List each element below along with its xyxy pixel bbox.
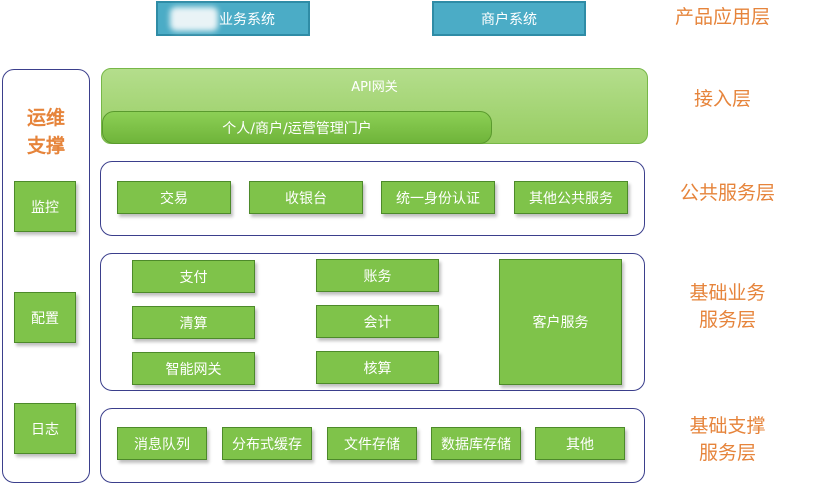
base-support-label-line2: 服务层 [698,442,756,464]
public-item-transaction: 交易 [117,181,231,214]
business-system-label: 业务系统 [219,11,275,28]
base-support-label-line1: 基础支撑 [689,415,766,437]
product-layer-label: 产品应用层 [674,6,770,28]
access-layer-label: 接入层 [693,88,751,110]
ops-logs: 日志 [14,403,76,454]
public-item-cashier: 收银台 [249,181,363,214]
base-support-layer-label: 基础支撑 服务层 [660,413,795,467]
support-item-message-queue: 消息队列 [117,427,207,460]
public-item-identity-auth: 统一身份认证 [381,181,495,214]
biz-item-reconciliation: 核算 [316,351,439,384]
biz-item-customer-service: 客户服务 [499,259,622,385]
portal-box: 个人/商户/运营管理门户 [102,111,492,144]
api-gateway-label: API网关 [351,80,398,95]
base-business-layer-label: 基础业务 服务层 [660,280,795,334]
biz-item-accounting: 会计 [316,305,439,338]
base-business-label-line1: 基础业务 [689,282,766,304]
support-item-file-storage: 文件存储 [327,427,417,460]
public-layer-label: 公共服务层 [679,182,775,204]
ops-title: 运维 支撑 [2,104,90,160]
base-business-label-line2: 服务层 [698,309,756,331]
ops-title-line1: 运维 [26,107,65,129]
biz-item-payment: 支付 [132,260,255,293]
business-system-box: 业务系统 [156,1,310,36]
biz-item-smart-gateway: 智能网关 [132,352,255,385]
public-item-other: 其他公共服务 [514,181,628,214]
biz-item-clearing: 清算 [132,306,255,339]
merchant-system-box: 商户系统 [432,1,586,36]
ops-title-line2: 支撑 [26,135,65,157]
ops-monitoring: 监控 [14,181,76,232]
support-item-database-storage: 数据库存储 [431,427,521,460]
biz-item-accounts: 账务 [316,259,439,292]
ops-configuration: 配置 [14,292,76,343]
support-item-other: 其他 [535,427,625,460]
support-item-distributed-cache: 分布式缓存 [222,427,312,460]
redacted-mark [170,7,218,31]
